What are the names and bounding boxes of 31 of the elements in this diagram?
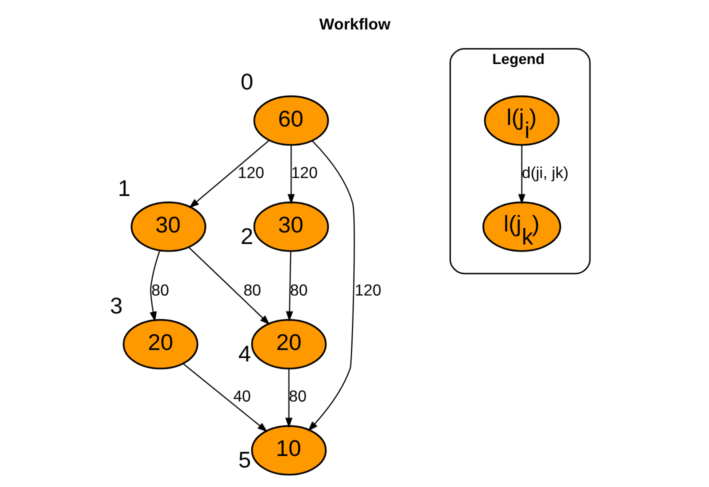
- arrow: [286, 250, 294, 322]
- arrow: [288, 144, 295, 204]
- node-label: 5: [238, 446, 251, 472]
- node-ellipse: 10: [251, 424, 327, 476]
- arrow: [285, 368, 292, 428]
- arrow: [182, 362, 268, 432]
- node-label: 0: [240, 68, 254, 94]
- diagram-title: Workflow: [319, 16, 390, 34]
- node-label: 4: [238, 340, 251, 366]
- node-ellipse: 20: [122, 318, 198, 369]
- edge-label: 80: [288, 388, 307, 405]
- node-ellipse: 30: [253, 201, 329, 252]
- node-label: 1: [118, 174, 131, 200]
- arrow: [150, 250, 160, 322]
- arrow: [188, 246, 270, 325]
- edge-label: 120: [291, 164, 318, 182]
- node-ellipse: 30: [130, 201, 206, 252]
- node-label: 3: [110, 292, 123, 318]
- edge-label: 120: [354, 282, 382, 299]
- edge-label: 80: [243, 282, 262, 299]
- arrow: [518, 144, 526, 204]
- edge-label: 80: [290, 282, 308, 299]
- edge-label: 40: [233, 388, 251, 405]
- arrow: [188, 139, 270, 208]
- node-ellipse: 20: [251, 318, 327, 369]
- node-ellipse: 60: [253, 94, 329, 146]
- arrow: [308, 140, 355, 431]
- edge-label: 120: [238, 164, 264, 182]
- edge-label: 80: [151, 282, 170, 299]
- edge-label: d(ji, jk): [522, 164, 569, 182]
- node-label: 2: [240, 222, 254, 249]
